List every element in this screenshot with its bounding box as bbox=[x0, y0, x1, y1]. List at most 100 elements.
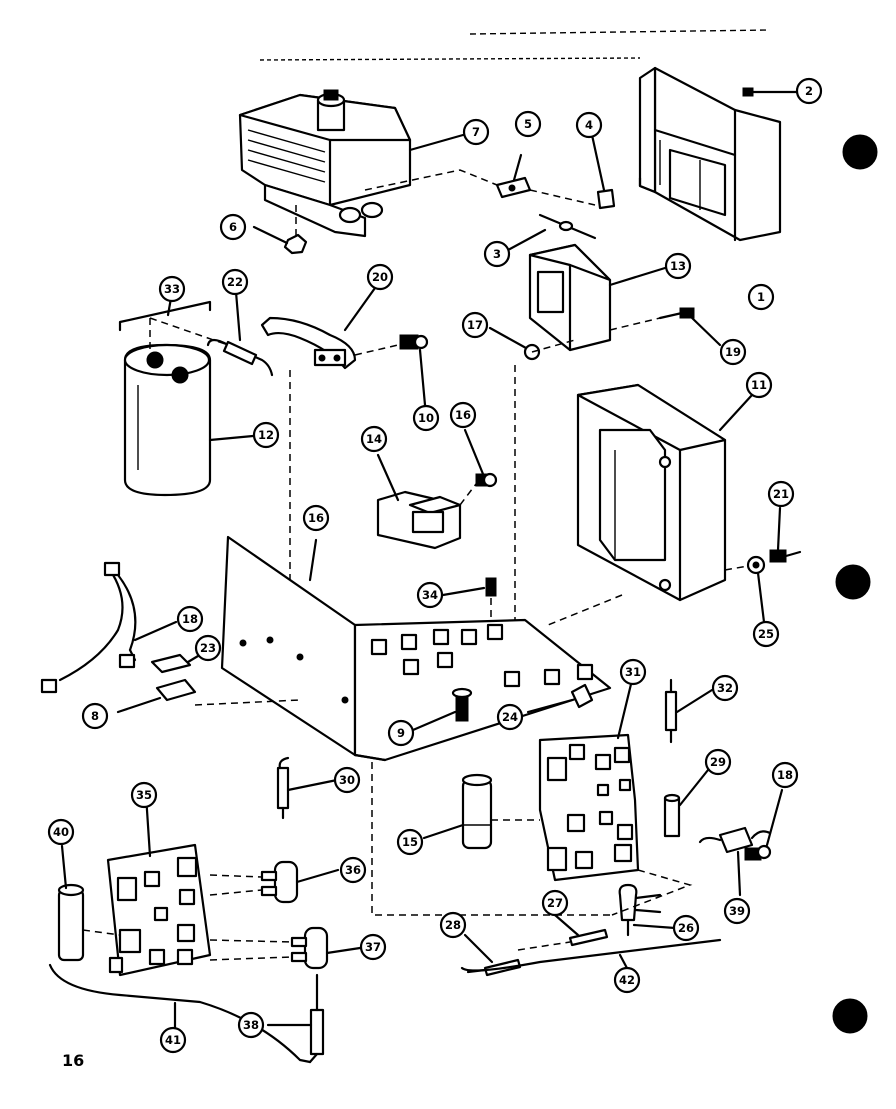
callout-8-label: 8 bbox=[91, 709, 99, 723]
callout-42[interactable]: 42 bbox=[613, 966, 641, 994]
leader-7-to-5 bbox=[364, 169, 498, 191]
callout-32[interactable]: 32 bbox=[711, 674, 739, 702]
binder-hole-top bbox=[842, 134, 878, 170]
part-19-screw bbox=[609, 307, 722, 347]
callout-24[interactable]: 24 bbox=[496, 703, 524, 731]
part-31-control-board bbox=[538, 678, 640, 882]
callout-36[interactable]: 36 bbox=[339, 856, 367, 884]
callout-28-label: 28 bbox=[445, 918, 461, 932]
callout-26[interactable]: 26 bbox=[672, 914, 700, 942]
part-37-connector bbox=[209, 926, 362, 970]
part-29-fuse bbox=[663, 768, 710, 838]
part-24-clip bbox=[526, 683, 594, 714]
callout-3-label: 3 bbox=[493, 247, 501, 261]
callout-17-label: 17 bbox=[467, 318, 483, 332]
callout-15-label: 15 bbox=[402, 835, 418, 849]
callout-29[interactable]: 29 bbox=[704, 748, 732, 776]
part-16-base-plate bbox=[220, 535, 612, 762]
part-17-washer bbox=[488, 326, 576, 645]
callout-37[interactable]: 37 bbox=[359, 933, 387, 961]
callout-8[interactable]: 8 bbox=[81, 702, 109, 730]
callout-15[interactable]: 15 bbox=[396, 828, 424, 856]
callout-19[interactable]: 19 bbox=[719, 338, 747, 366]
callout-18-right-label: 18 bbox=[777, 768, 793, 782]
callout-11-label: 11 bbox=[751, 378, 767, 392]
callout-21[interactable]: 21 bbox=[767, 480, 795, 508]
part-12-capacitor bbox=[123, 343, 255, 497]
callout-22-label: 22 bbox=[227, 275, 243, 289]
callout-6-top-label: 6 bbox=[229, 220, 237, 234]
callout-17[interactable]: 17 bbox=[461, 311, 489, 339]
callout-13-label: 13 bbox=[670, 259, 686, 273]
callout-18-left[interactable]: 18 bbox=[176, 605, 204, 633]
callout-11[interactable]: 11 bbox=[745, 371, 773, 399]
part-5-thermal-cutout bbox=[495, 153, 596, 206]
callout-38[interactable]: 38 bbox=[237, 1011, 265, 1039]
callout-20-label: 20 bbox=[372, 270, 388, 284]
callout-25-label: 25 bbox=[758, 627, 774, 641]
callout-18-right[interactable]: 18 bbox=[771, 761, 799, 789]
part-9-screw bbox=[411, 687, 473, 732]
part-8-connector bbox=[116, 678, 301, 714]
callout-2-label: 2 bbox=[805, 84, 813, 98]
callout-27[interactable]: 27 bbox=[541, 889, 569, 917]
dashed-frame-lines bbox=[371, 762, 612, 916]
callout-20[interactable]: 20 bbox=[366, 263, 394, 291]
callout-19-label: 19 bbox=[725, 345, 741, 359]
callout-40-label: 40 bbox=[53, 825, 69, 839]
callout-16-plate[interactable]: 16 bbox=[302, 504, 330, 532]
part-39-connector bbox=[698, 826, 772, 897]
part-11-hv-transformer bbox=[547, 383, 754, 626]
callout-4-label: 4 bbox=[585, 118, 593, 132]
scan-noise-top bbox=[259, 29, 771, 61]
part-27-wire bbox=[517, 913, 609, 951]
callout-21-label: 21 bbox=[773, 487, 789, 501]
callout-30[interactable]: 30 bbox=[333, 766, 361, 794]
part-32-resistor bbox=[664, 678, 714, 744]
part-4-sensor bbox=[590, 133, 616, 210]
callout-10[interactable]: 10 bbox=[412, 404, 440, 432]
group-bracket-42 bbox=[460, 938, 722, 972]
callout-33[interactable]: 33 bbox=[158, 275, 186, 303]
callout-34-label: 34 bbox=[422, 588, 438, 602]
callout-7[interactable]: 7 bbox=[462, 118, 490, 146]
callout-40[interactable]: 40 bbox=[47, 818, 75, 846]
callout-35[interactable]: 35 bbox=[130, 781, 158, 809]
callout-3[interactable]: 3 bbox=[483, 240, 511, 268]
callout-9[interactable]: 9 bbox=[387, 719, 415, 747]
callout-22[interactable]: 22 bbox=[221, 268, 249, 296]
callout-5-label: 5 bbox=[524, 117, 532, 131]
group-bracket-41 bbox=[48, 963, 312, 1064]
callout-12[interactable]: 12 bbox=[252, 421, 280, 449]
callout-34[interactable]: 34 bbox=[416, 581, 444, 609]
callout-14[interactable]: 14 bbox=[360, 425, 388, 453]
callout-2[interactable]: 2 bbox=[795, 77, 823, 105]
callout-23[interactable]: 23 bbox=[194, 634, 222, 662]
callout-16-plate-label: 16 bbox=[308, 511, 324, 525]
part-10-screw-top bbox=[354, 334, 429, 407]
part-3-wire-pin bbox=[506, 213, 597, 252]
callout-1-label: 1 bbox=[757, 290, 765, 304]
callout-7-label: 7 bbox=[472, 125, 480, 139]
part-7-magnetron bbox=[238, 89, 465, 238]
callout-28[interactable]: 28 bbox=[439, 911, 467, 939]
callout-31[interactable]: 31 bbox=[619, 658, 647, 686]
callout-10-label: 10 bbox=[418, 411, 434, 425]
callout-13[interactable]: 13 bbox=[664, 252, 692, 280]
part-22-diode bbox=[206, 290, 274, 377]
part-36-connector bbox=[209, 860, 340, 904]
callout-4[interactable]: 4 bbox=[575, 111, 603, 139]
callout-18-left-label: 18 bbox=[182, 612, 198, 626]
part-2-screw bbox=[742, 87, 799, 97]
callout-41[interactable]: 41 bbox=[159, 1026, 187, 1054]
callout-42-label: 42 bbox=[619, 973, 635, 987]
callout-38-label: 38 bbox=[243, 1018, 259, 1032]
callout-25[interactable]: 25 bbox=[752, 620, 780, 648]
binder-hole-bottom bbox=[832, 998, 868, 1034]
callout-1[interactable]: 1 bbox=[747, 283, 775, 311]
callout-6-top[interactable]: 6 bbox=[219, 213, 247, 241]
callout-5[interactable]: 5 bbox=[514, 110, 542, 138]
callout-39[interactable]: 39 bbox=[723, 897, 751, 925]
callout-16-screw[interactable]: 16 bbox=[449, 401, 477, 429]
binder-hole-middle bbox=[835, 564, 871, 600]
